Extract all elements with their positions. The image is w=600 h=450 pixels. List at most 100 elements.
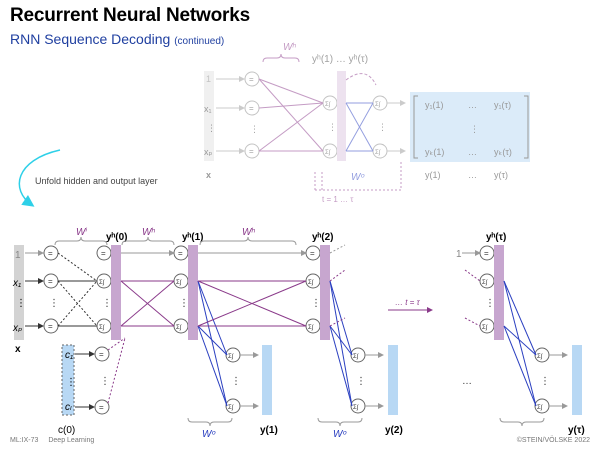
top-output-seq: y(1) [425, 170, 441, 180]
svg-text:⋮: ⋮ [102, 298, 112, 309]
hidden-nodes-0: = Σ∫ Σ∫ ⋮ [57, 245, 112, 334]
top-output-seq: … [468, 170, 477, 180]
subtitle-note: (continued) [174, 36, 225, 47]
svg-text:Σ∫: Σ∫ [537, 404, 543, 411]
context-nodes: = = ⋮ [94, 337, 126, 415]
wh-label: Wʰ [242, 227, 255, 238]
svg-text:=: = [48, 277, 53, 286]
svg-text:⋮: ⋮ [231, 376, 241, 387]
hidden-nodes-tau: = Σ∫ Σ∫ ⋮ [462, 245, 495, 334]
svg-text:⋮: ⋮ [311, 298, 321, 309]
svg-text:Σ∫: Σ∫ [375, 101, 381, 108]
c0-label: c(0) [58, 425, 75, 436]
svg-text:Σ∫: Σ∫ [375, 149, 381, 156]
svg-text:Σ∫: Σ∫ [308, 324, 314, 331]
top-output-nodes: Σ∫ Σ∫ ⋮ [345, 95, 406, 159]
output-nodes-1: Σ∫ Σ∫ ⋮ [197, 280, 259, 414]
svg-text:Σ∫: Σ∫ [228, 404, 234, 411]
wi-label: Wⁱ [76, 227, 87, 238]
hidden-bar-1 [188, 245, 198, 340]
svg-text:Σ∫: Σ∫ [99, 324, 105, 331]
bottom-diagram: 1 x₁ ⋮ xₚ x = = = ⋮ Wⁱ = Σ∫ Σ∫ ⋮ [12, 227, 585, 440]
top-output-matrix [410, 92, 530, 162]
svg-text:⋮: ⋮ [328, 122, 337, 132]
ellipsis: … [462, 376, 472, 387]
context-label: c₁ [65, 350, 73, 361]
x-label: x [15, 344, 21, 355]
output-bar-tau [572, 345, 582, 415]
top-loop-label: t = 1 … τ [322, 195, 354, 204]
cyan-arrow [18, 149, 61, 207]
page-subtitle: RNN Sequence Decoding (continued) [10, 31, 224, 47]
top-matrix-cell: y₁(1) [425, 100, 444, 110]
footer-left: ML:IX-73 Deep Learning [10, 437, 102, 444]
svg-text:⋮: ⋮ [540, 376, 550, 387]
one-label-tau: 1 [456, 249, 462, 260]
svg-text:⋮: ⋮ [485, 298, 495, 309]
svg-text:⋮: ⋮ [100, 376, 110, 387]
top-matrix-cell: yₖ(1) [425, 147, 444, 157]
subtitle-text: RNN Sequence Decoding [10, 31, 171, 47]
top-x-label: x [206, 170, 211, 180]
svg-text:=: = [101, 249, 106, 258]
context-label: ⋮ [66, 377, 76, 388]
hidden-bar-0 [111, 245, 121, 340]
svg-text:⋮: ⋮ [250, 124, 259, 134]
input-label: xₚ [12, 323, 22, 334]
svg-text:=: = [178, 249, 183, 258]
top-wh-label: Wʰ [283, 42, 296, 53]
svg-text:=: = [99, 350, 104, 359]
svg-text:Σ∫: Σ∫ [325, 101, 331, 108]
top-input-label: ⋮ [207, 123, 216, 133]
svg-text:=: = [48, 249, 53, 258]
svg-text:Σ∫: Σ∫ [482, 279, 488, 286]
top-hidden-nodes: Σ∫ Σ∫ ⋮ [258, 78, 338, 159]
slide-id: ML:IX-73 [10, 437, 39, 444]
top-one-label: 1 [206, 74, 211, 84]
course-name: Deep Learning [48, 437, 95, 444]
svg-text:Σ∫: Σ∫ [353, 404, 359, 411]
hidden-nodes-2: = Σ∫ Σ∫ ⋮ [197, 245, 321, 334]
output-nodes-tau: Σ∫ Σ∫ ⋮ [503, 280, 568, 414]
svg-text:Σ∫: Σ∫ [537, 353, 543, 360]
svg-text:⋮: ⋮ [378, 122, 387, 132]
one-label: 1 [15, 250, 21, 261]
top-output-seq: y(τ) [494, 170, 508, 180]
svg-text:=: = [310, 249, 315, 258]
svg-text:=: = [249, 104, 254, 113]
output-label: y(1) [260, 425, 278, 436]
top-input-nodes: = = = ⋮ [216, 71, 260, 159]
hidden-bar-2 [320, 245, 330, 340]
svg-text:⋮: ⋮ [179, 298, 189, 309]
top-hidden-bar [337, 71, 346, 161]
top-matrix-cell: … [468, 147, 477, 157]
svg-text:⋮: ⋮ [356, 376, 366, 387]
output-bar-1 [262, 345, 272, 415]
output-bar-2 [388, 345, 398, 415]
output-label: y(τ) [568, 425, 585, 436]
hidden-bar-tau [494, 245, 504, 340]
svg-text:=: = [249, 147, 254, 156]
svg-text:Σ∫: Σ∫ [325, 149, 331, 156]
svg-text:Σ∫: Σ∫ [482, 324, 488, 331]
svg-text:Σ∫: Σ∫ [228, 353, 234, 360]
top-wo-label: Wᵒ [351, 172, 364, 183]
top-diagram: 1 x₁ ⋮ xₚ x = = = ⋮ Wʰ yʰ(1) … yʰ(τ) Σ∫ … [204, 42, 530, 204]
top-input-bar [204, 71, 214, 161]
unfold-text: Unfold hidden and output layer [35, 176, 158, 186]
top-recurrence-loop [345, 73, 377, 86]
copyright: ©STEIN/VÖLSKE 2022 [516, 437, 590, 444]
top-matrix-cell: y₁(τ) [494, 100, 511, 110]
svg-text:=: = [99, 403, 104, 412]
svg-text:Σ∫: Σ∫ [353, 353, 359, 360]
svg-text:⋮: ⋮ [49, 298, 59, 309]
svg-text:Σ∫: Σ∫ [308, 279, 314, 286]
top-input-label: xₚ [204, 147, 213, 157]
output-label: y(2) [385, 425, 403, 436]
continue-label: … t = τ [395, 298, 421, 307]
svg-text:=: = [48, 322, 53, 331]
top-matrix-cell: ⋮ [470, 124, 479, 134]
hidden-label: yʰ(2) [312, 232, 333, 243]
wo-label: Wᵒ [333, 429, 346, 440]
